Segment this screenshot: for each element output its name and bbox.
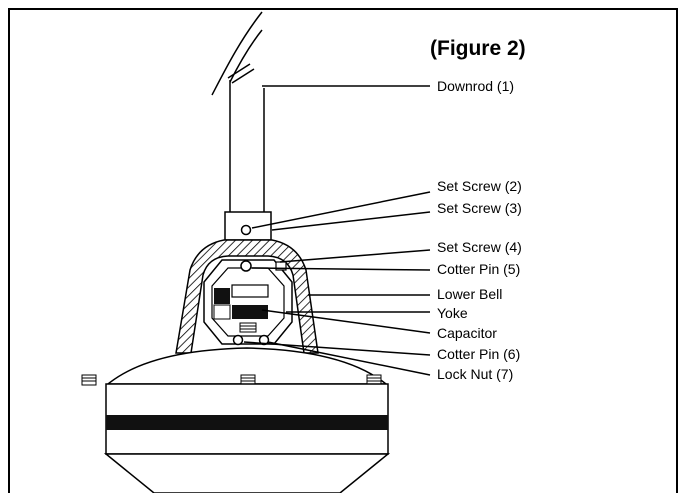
capacitor-block (213, 284, 269, 320)
label-cotter-pin-6: Cotter Pin (6) (437, 346, 520, 362)
set-screw-2-head (240, 224, 252, 236)
callout-labels: Downrod (1) Set Screw (2) Set Screw (3) … (437, 78, 522, 382)
label-set-screw-2: Set Screw (2) (437, 178, 522, 194)
label-downrod: Downrod (1) (437, 78, 514, 94)
label-lower-bell: Lower Bell (437, 286, 502, 302)
downrod-illustration (211, 11, 265, 216)
label-capacitor: Capacitor (437, 325, 497, 341)
downrod-collar (224, 211, 272, 241)
label-lock-nut-7: Lock Nut (7) (437, 366, 513, 382)
label-cotter-pin-5: Cotter Pin (5) (437, 261, 520, 277)
label-set-screw-3: Set Screw (3) (437, 200, 522, 216)
lock-nut-7-ring (258, 334, 270, 346)
motor-housing (81, 347, 391, 493)
figure-title: (Figure 2) (430, 37, 526, 60)
label-yoke: Yoke (437, 305, 468, 321)
set-screw-4-head (240, 260, 252, 272)
center-bolt (232, 322, 270, 346)
leader-lines (243, 85, 431, 376)
figure-border (8, 8, 678, 493)
cotter-pin-6-ring (232, 334, 244, 346)
label-set-screw-4: Set Screw (4) (437, 239, 522, 255)
